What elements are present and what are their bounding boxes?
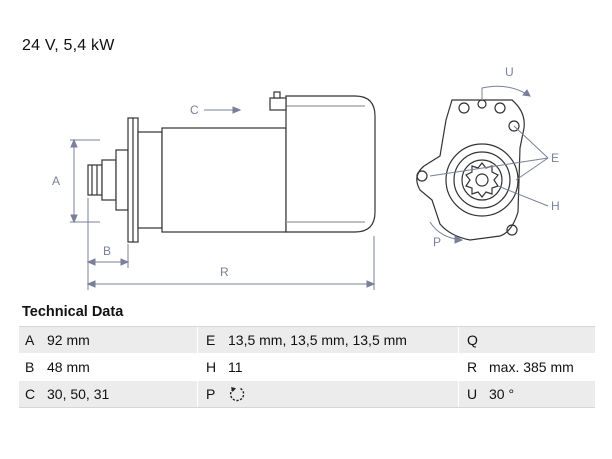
spec-key: R [458,353,489,381]
spec-value [489,326,595,354]
spec-value: 30 ° [489,380,595,408]
spec-value-rotation [228,380,459,408]
technical-drawing: A B R C U E H P [52,65,560,290]
dim-label-r: R [220,265,229,279]
dim-label-a: A [52,174,60,188]
table-row: A 92 mm E 13,5 mm, 13,5 mm, 13,5 mm Q [19,326,595,354]
technical-data-table: A 92 mm E 13,5 mm, 13,5 mm, 13,5 mm Q B … [19,326,595,408]
spec-value: 48 mm [47,353,198,381]
spec-key: C [19,380,47,408]
spec-key: Q [458,326,489,354]
technical-data-heading: Technical Data [22,304,124,320]
spec-key: U [458,380,489,408]
spec-key: B [19,353,47,381]
dim-label-e: E [551,151,559,165]
dim-label-c: C [190,103,199,117]
spec-key: A [19,326,47,354]
dim-label-p: P [433,235,441,249]
spec-value: 11 [228,353,459,381]
dim-label-u: U [505,65,514,79]
spec-key: P [197,380,228,408]
dim-label-h: H [551,199,560,213]
rotation-counterclockwise-icon [229,387,245,402]
spec-value: 13,5 mm, 13,5 mm, 13,5 mm [228,326,459,354]
spec-value: max. 385 mm [489,353,595,381]
dim-label-b: B [103,244,111,258]
table-row: B 48 mm H 11 R max. 385 mm [19,353,595,381]
product-title: 24 V, 5,4 kW [22,37,115,54]
spec-key: E [197,326,228,354]
spec-value: 92 mm [47,326,198,354]
table-row: C 30, 50, 31 P U 30 ° [19,380,595,408]
spec-value: 30, 50, 31 [47,380,198,408]
spec-key: H [197,353,228,381]
